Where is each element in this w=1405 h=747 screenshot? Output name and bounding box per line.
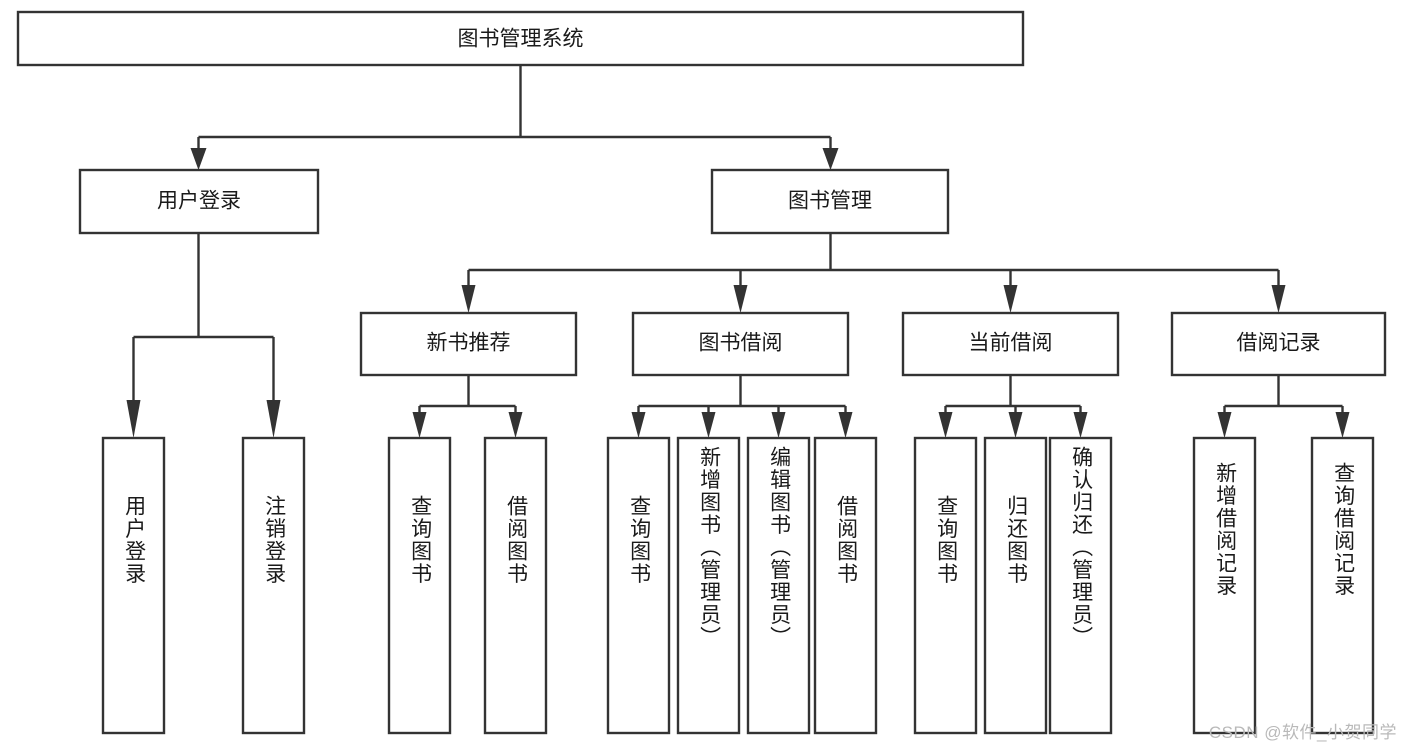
watermark-text: CSDN @软件_小贺同学 (1208, 723, 1397, 742)
node-new-book-recommend[interactable]: 新书推荐 (359, 311, 578, 377)
node-book-borrow[interactable]: 图书借阅 (631, 311, 850, 377)
arrow-head-leaf-user-logout (266, 400, 281, 438)
connector-group-book-borrow (631, 375, 853, 438)
node-leaf-borrow-book-2-box[interactable] (813, 436, 878, 735)
node-book-borrow-label: 图书借阅 (699, 332, 783, 355)
node-current-borrow-box[interactable] (901, 311, 1120, 377)
node-book-management-box[interactable] (710, 168, 950, 235)
node-leaf-query-book-2-box[interactable] (606, 436, 671, 735)
node-leaf-user-login-box[interactable] (101, 436, 166, 735)
node-new-book-recommend-box[interactable] (359, 311, 578, 377)
connector-group-user-login (126, 233, 281, 438)
arrow-head-user-login (190, 148, 207, 170)
node-root-label: 图书管理系统 (458, 28, 584, 51)
connector-group-current-borrow (938, 375, 1088, 438)
arrow-head-leaf-edit-book (771, 412, 786, 438)
node-book-borrow-box[interactable] (631, 311, 850, 377)
connector-group-root (190, 65, 839, 170)
connector-group-borrow-record (1217, 375, 1350, 438)
node-leaf-query-book-1-box[interactable] (387, 436, 452, 735)
node-leaf-query-book-3-box[interactable] (913, 436, 978, 735)
node-current-borrow-label: 当前借阅 (969, 332, 1053, 355)
node-root-box[interactable] (16, 10, 1025, 67)
arrow-head-leaf-return-book (1008, 412, 1023, 438)
node-borrow-record-box[interactable] (1170, 311, 1387, 377)
arrow-head-leaf-confirm-return (1073, 412, 1088, 438)
node-borrow-record[interactable]: 借阅记录 (1170, 311, 1387, 377)
node-book-management[interactable]: 图书管理 (710, 168, 950, 235)
node-leaf-confirm-return-box[interactable] (1048, 436, 1113, 735)
node-leaf-edit-book-box[interactable] (746, 436, 811, 735)
node-leaf-return-book-box[interactable] (983, 436, 1048, 735)
node-root[interactable]: 图书管理系统 (16, 10, 1025, 67)
node-leaf-add-book-box[interactable] (676, 436, 741, 735)
arrow-head-leaf-query-record (1335, 412, 1350, 438)
node-leaf-user-logout-box[interactable] (241, 436, 306, 735)
node-book-management-label: 图书管理 (788, 190, 872, 213)
arrow-head-leaf-query-book-1 (412, 412, 427, 438)
node-leaf-query-record-box[interactable] (1310, 436, 1375, 735)
arrow-head-leaf-user-login (126, 400, 141, 438)
arrow-head-leaf-borrow-book-2 (838, 412, 853, 438)
arrow-head-leaf-query-book-2 (631, 412, 646, 438)
arrow-head-new-book-recommend (461, 285, 476, 313)
node-new-book-recommend-label: 新书推荐 (427, 332, 511, 355)
node-leaf-borrow-book-1-box[interactable] (483, 436, 548, 735)
connector-group-new-book-recommend (412, 375, 523, 438)
arrow-head-borrow-record (1271, 285, 1286, 313)
arrow-head-leaf-borrow-book-1 (508, 412, 523, 438)
arrow-head-current-borrow (1003, 285, 1018, 313)
node-leaf-add-record-box[interactable] (1192, 436, 1257, 735)
connector-group-book-management (461, 233, 1286, 313)
arrow-head-leaf-query-book-3 (938, 412, 953, 438)
node-user-login-label: 用户登录 (157, 190, 241, 213)
arrow-head-leaf-add-book (701, 412, 716, 438)
arrow-head-book-management (822, 148, 839, 170)
node-user-login-box[interactable] (78, 168, 320, 235)
node-borrow-record-label: 借阅记录 (1237, 332, 1321, 355)
arrow-head-book-borrow (733, 285, 748, 313)
node-user-login[interactable]: 用户登录 (78, 168, 320, 235)
arrow-head-leaf-add-record (1217, 412, 1232, 438)
node-current-borrow[interactable]: 当前借阅 (901, 311, 1120, 377)
